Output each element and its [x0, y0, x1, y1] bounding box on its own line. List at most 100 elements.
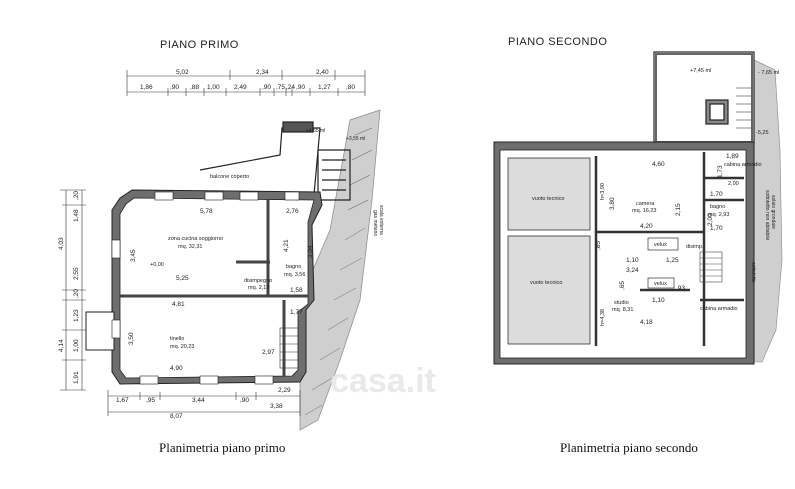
dim-label: 1,86: [140, 84, 153, 91]
first-stairs: [279, 327, 299, 369]
first-room-labels: zona cucina soggiorno mq. 32,31 bagno mq…: [150, 236, 305, 350]
room-name: bagno: [286, 264, 301, 270]
room-name: zona cucina soggiorno: [168, 236, 223, 242]
second-void-areas: [507, 157, 591, 345]
dim-label: 2,97: [262, 349, 275, 356]
dim-label: 3,80: [609, 197, 616, 210]
room-area: mq. 16,23: [632, 208, 656, 214]
second-room-labels: vuoto tecnico vuoto tecnico camera mq. 1…: [530, 162, 762, 326]
second-inner-dims: 4,60 1,89 1,73 1,70 2,00 1,70 3,80 2,15 …: [595, 153, 739, 326]
level-label: +3,55 ml: [346, 136, 365, 142]
first-left-annex: [85, 311, 115, 351]
dim-label: 4,03: [58, 237, 65, 250]
watermark: casa.it: [330, 362, 436, 400]
room-name: disimp.: [686, 244, 704, 250]
dim-label: 4,60: [652, 161, 665, 168]
level-label: - 7,65 ml: [758, 70, 779, 76]
dim-label: 3,04: [307, 245, 314, 258]
room-name: tinello: [170, 336, 184, 342]
dim-label: 1,67: [116, 397, 129, 404]
dim-label: 2,76: [286, 208, 299, 215]
room-area: mq. 20,23: [170, 344, 194, 350]
dim-label: 5,02: [176, 69, 189, 76]
first-floor-title: PIANO PRIMO: [160, 39, 239, 51]
dim-label: 1,73: [717, 165, 724, 178]
note-label: sottotetto: [750, 262, 756, 283]
first-left-dim-labels: 1,48 ,20 4,03 2,55 1,23 ,20 4,14 1,00 1,…: [58, 191, 80, 384]
first-bottom-dimensions: [107, 390, 301, 416]
first-top-dimensions: [126, 70, 366, 96]
dim-label: ,65: [619, 281, 626, 290]
dim-label: 1,77: [290, 309, 303, 316]
note-label: scala esterna: [378, 205, 384, 235]
dim-label: ,88: [190, 84, 199, 91]
dim-label: 1,70: [710, 191, 723, 198]
dim-label: ,75: [276, 84, 285, 91]
dim-label: 4,21: [283, 239, 290, 252]
first-interior-walls: [120, 200, 308, 376]
dim-label: 2,29: [278, 387, 291, 394]
dim-label: 2,49: [234, 84, 247, 91]
dim-label: ,20: [73, 289, 80, 298]
room-name: disimpegno: [244, 278, 272, 284]
dim-label: 1,27: [318, 84, 331, 91]
first-left-dimensions: [60, 189, 86, 391]
note-label: solaio grondaie: [770, 195, 776, 229]
balcony-label: balcone coperto: [210, 174, 249, 180]
plan-first-floor: PIANO PRIMO 5,02 2,34 2,40 1,86 ,90 ,88 …: [58, 39, 384, 431]
dim-label: 5,78: [200, 208, 213, 215]
first-upper-annex: [199, 121, 351, 201]
level-label: -5,25: [756, 130, 769, 136]
dim-label: 1,70: [710, 225, 723, 232]
room-name: cabina armadio: [724, 162, 762, 168]
dim-label: 8,07: [170, 413, 183, 420]
dim-label: 1,10: [626, 257, 639, 264]
dim-label: 2,00: [728, 181, 739, 187]
room-name: velux: [654, 242, 667, 248]
first-top-dim-labels: 5,02 2,34 2,40 1,86 ,90 ,88 1,00 2,49 ,9…: [140, 69, 355, 91]
dim-label: 1,25: [666, 257, 679, 264]
dim-label: 1,89: [726, 153, 739, 160]
dim-label: 1,48: [73, 209, 80, 222]
dim-label: 3,24: [626, 267, 639, 274]
dim-label: 3,38: [270, 403, 283, 410]
room-name: studio: [614, 300, 629, 306]
first-terrain-hatch: [299, 109, 381, 431]
dim-label: 1,00: [207, 84, 220, 91]
room-area: mq. 2,10: [248, 285, 269, 291]
room-name: velux: [654, 281, 667, 287]
dim-label: 4,20: [640, 223, 653, 230]
first-outer-walls: [111, 189, 323, 385]
dim-label: 1,10: [652, 297, 665, 304]
room-name: vuoto tecnico: [530, 280, 562, 286]
note-label: h=4,38: [600, 309, 606, 326]
dim-label: 5,25: [176, 275, 189, 282]
level-label: +7,45 ml: [690, 68, 711, 74]
dim-label: 3,45: [130, 249, 137, 262]
room-name: camera: [636, 201, 655, 207]
dim-label: ,90: [240, 397, 249, 404]
caption-first-floor: Planimetria piano primo: [159, 440, 286, 455]
room-area: mq. 2,93: [708, 212, 729, 218]
first-bottom-dim-labels: 1,67 ,95 3,44 ,90 2,29 8,07 3,38: [116, 387, 291, 420]
note-label: sottotetto non abitabile: [764, 190, 770, 241]
note-label: h=3,90: [600, 183, 606, 200]
first-windows: [111, 191, 300, 385]
dim-label: ,85: [595, 241, 602, 250]
room-name: vuoto tecnico: [532, 196, 564, 202]
second-stairs: [699, 251, 723, 283]
level-label: +0,00: [150, 262, 164, 268]
level-label: +4,65 ml: [306, 128, 325, 134]
dim-label: ,90: [262, 84, 271, 91]
dim-label: 1,23: [73, 309, 80, 322]
dim-label: 4,18: [640, 319, 653, 326]
note-label: gas metano: [372, 210, 378, 236]
room-name: bagno: [710, 204, 725, 210]
dim-label: 1,58: [290, 287, 303, 294]
plan-second-floor: PIANO SECONDO +7,45 ml - 7,65 ml -5,25: [493, 36, 783, 365]
dim-label: 3,44: [192, 397, 205, 404]
second-velux-windows: [647, 237, 679, 289]
dim-label: ,95: [146, 397, 155, 404]
dim-label: 2,40: [316, 69, 329, 76]
